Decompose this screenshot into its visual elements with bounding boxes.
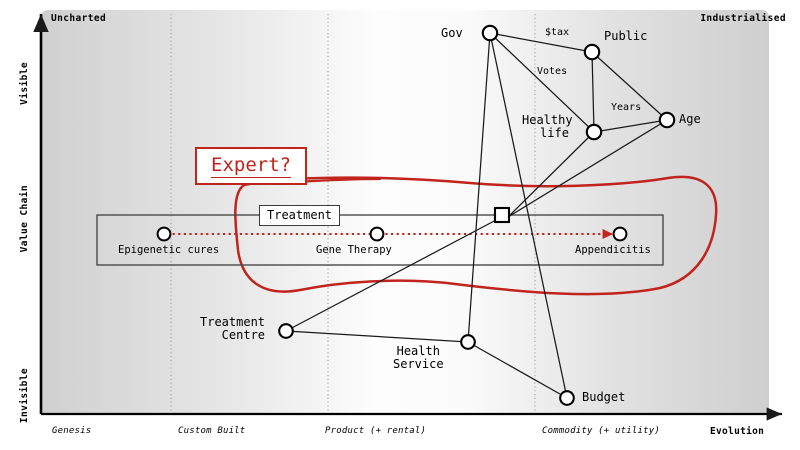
value-chain-edges	[285, 32, 668, 399]
expert-annotation-box[interactable]: Expert?	[195, 147, 308, 185]
node-label-gene-therapy: Gene Therapy	[316, 244, 392, 256]
corner-label-industrialised: Industrialised	[700, 13, 786, 24]
node-budget[interactable]	[559, 390, 575, 406]
corner-label-uncharted: Uncharted	[51, 13, 107, 24]
node-gov[interactable]	[481, 24, 499, 42]
node-label-budget: Budget	[582, 390, 626, 404]
node-epigenetic-cures[interactable]	[156, 226, 172, 242]
node-treatment[interactable]	[493, 206, 511, 224]
evolution-tick-genesis: Genesis	[52, 426, 92, 436]
pipeline-title-box[interactable]: Treatment	[259, 205, 341, 226]
evolution-tick-custom-built: Custom Built	[178, 426, 246, 436]
x-axis-title: Evolution	[710, 426, 765, 437]
node-label-appendicitis: Appendicitis	[575, 244, 651, 256]
y-axis-label-visible: Visible	[19, 62, 30, 105]
node-label-public: Public	[604, 29, 648, 43]
expert-boundary-curve	[234, 175, 718, 296]
edge-label-tax: $tax	[545, 27, 570, 38]
node-healthy-life[interactable]	[585, 123, 603, 141]
evolution-tick-commodity: Commodity (+ utility)	[542, 426, 660, 436]
node-label-treatment-centre: Treatment Centre	[200, 315, 266, 342]
y-axis-title: Value Chain	[19, 185, 30, 253]
pipeline-band	[96, 214, 664, 266]
evolution-tick-product: Product (+ rental)	[325, 426, 427, 436]
node-age[interactable]	[658, 111, 676, 129]
edge-label-years: Years	[611, 102, 642, 113]
edge-label-votes: Votes	[537, 66, 568, 77]
plot-background	[41, 10, 769, 415]
node-public[interactable]	[583, 43, 601, 61]
node-label-epigenetic-cures: Epigenetic cures	[118, 244, 220, 256]
expert-annotation-text: Expert?	[211, 154, 292, 178]
node-gene-therapy[interactable]	[369, 226, 385, 242]
node-health-service[interactable]	[460, 334, 476, 350]
node-label-health-service: Health Service	[393, 344, 444, 371]
node-label-gov: Gov	[441, 26, 463, 40]
node-treatment-centre[interactable]	[278, 323, 294, 339]
node-appendicitis[interactable]	[612, 226, 628, 242]
y-axis-label-invisible: Invisible	[19, 368, 30, 424]
node-label-healthy-life: Healthy life	[522, 113, 573, 140]
map-nodes[interactable]	[156, 24, 676, 406]
node-label-age: Age	[679, 112, 701, 126]
